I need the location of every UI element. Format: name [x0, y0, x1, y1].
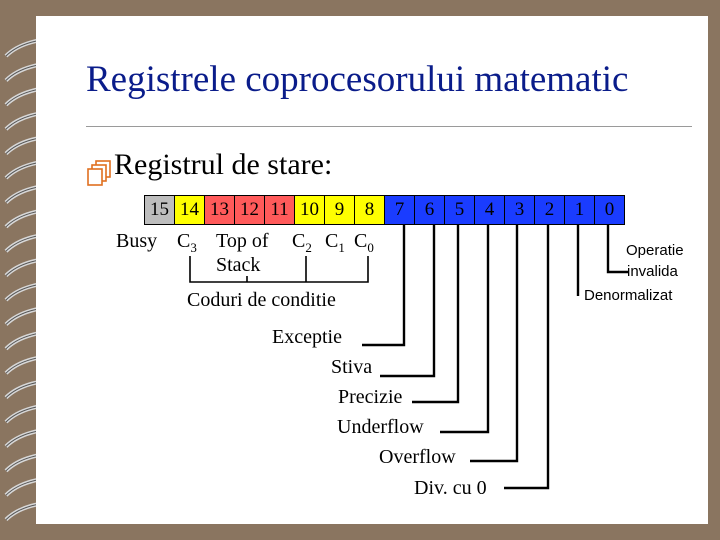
top-of-stack-bracket — [247, 256, 306, 282]
condition-codes-bracket — [190, 256, 368, 282]
exception-connector — [362, 225, 404, 345]
invalid-op-connector — [608, 225, 628, 272]
stack-fault-connector — [380, 225, 434, 376]
div-by-zero-connector — [504, 225, 548, 488]
overflow-connector — [470, 225, 517, 461]
